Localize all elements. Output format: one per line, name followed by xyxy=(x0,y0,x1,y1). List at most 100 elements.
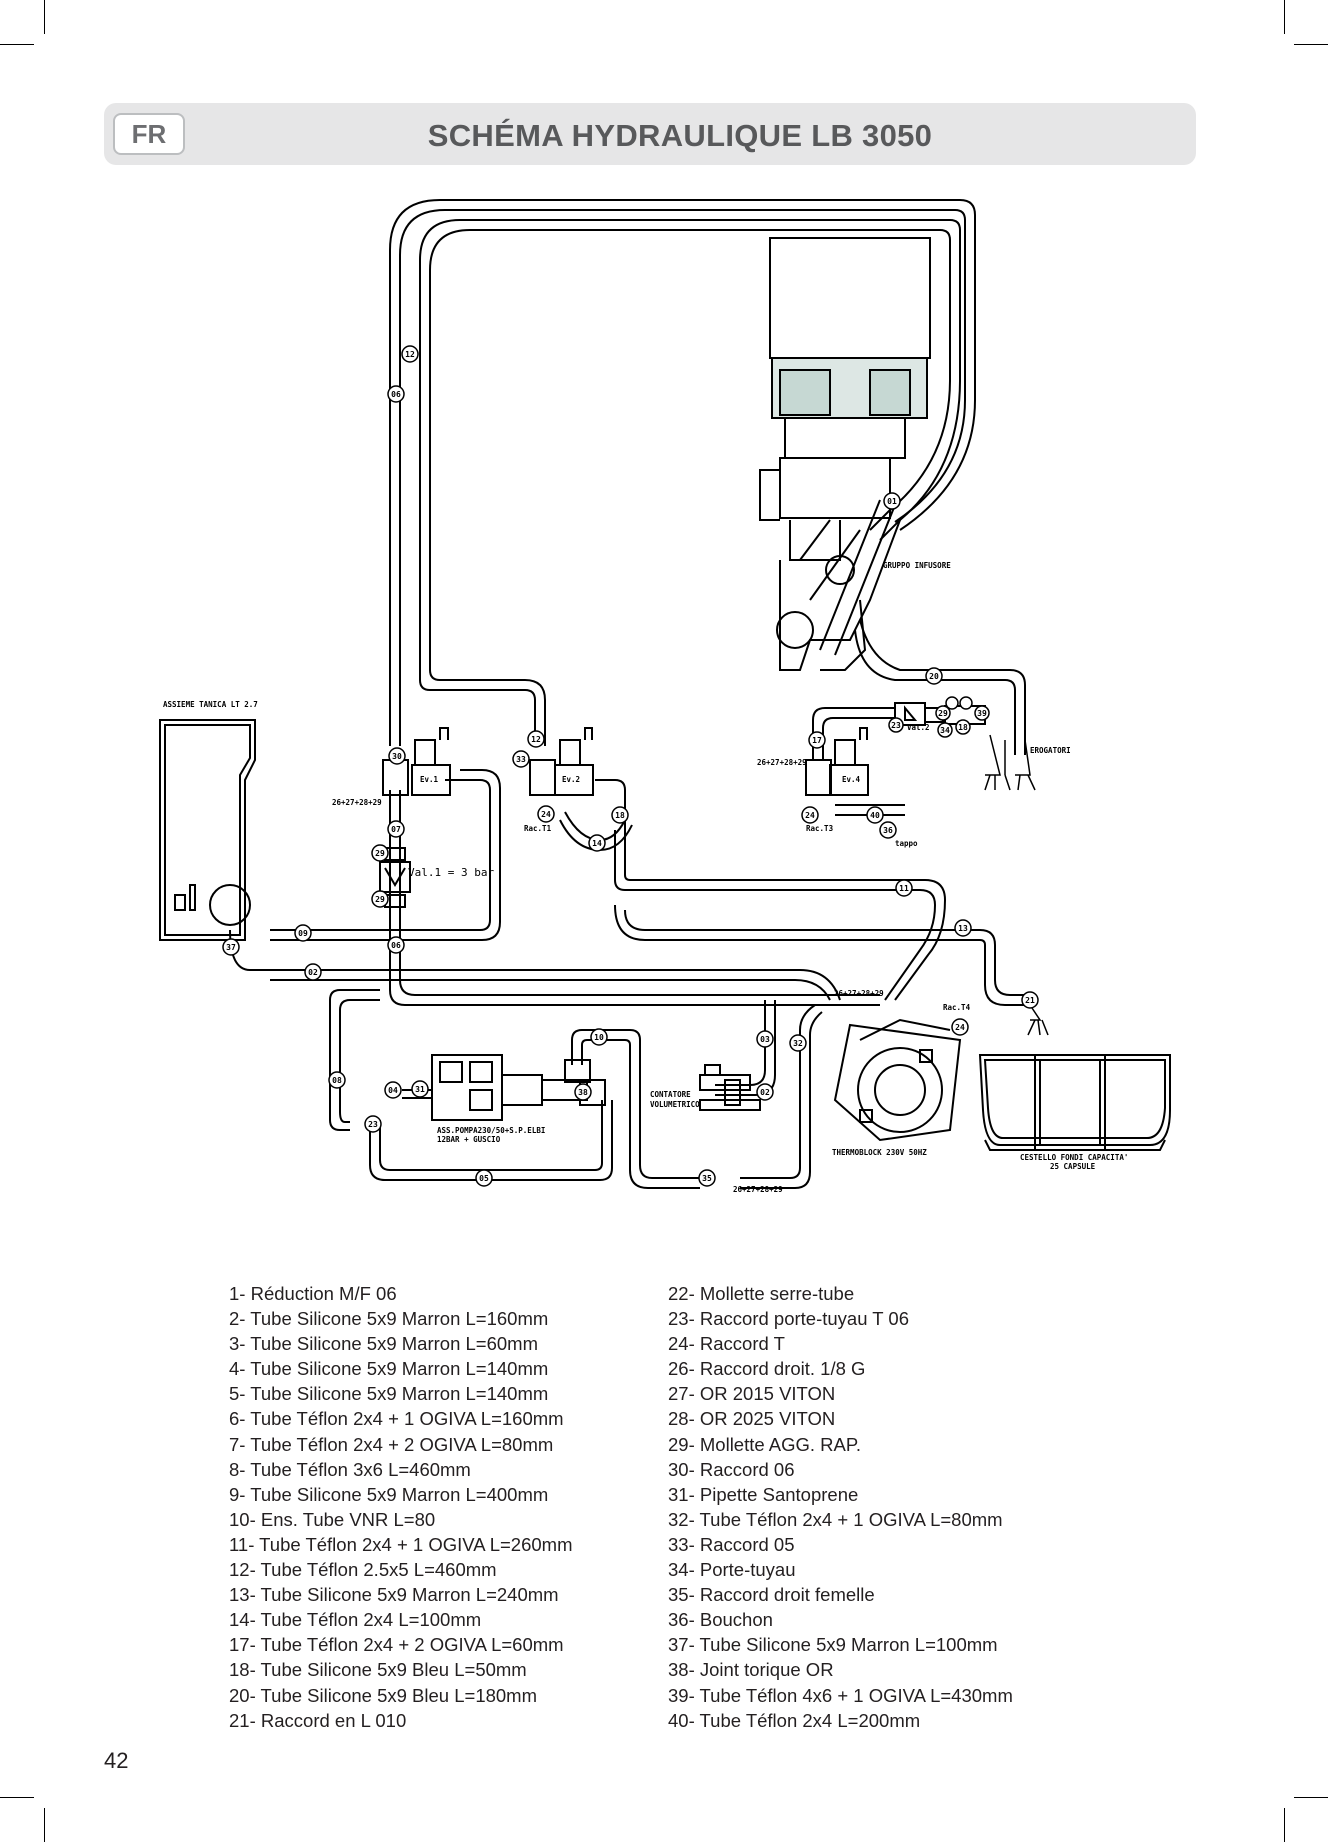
list-item: 7- Tube Téflon 2x4 + 2 OGIVA L=80mm xyxy=(229,1433,554,1455)
tube-09 xyxy=(270,779,491,931)
label-combo-1: 26+27+28+29 xyxy=(332,798,382,807)
svg-text:23: 23 xyxy=(891,721,901,730)
crop-mark xyxy=(44,1808,45,1842)
list-item: 40- Tube Téflon 2x4 L=200mm xyxy=(668,1709,921,1731)
svg-text:10: 10 xyxy=(594,1033,604,1042)
crop-mark xyxy=(1284,1808,1285,1842)
svg-text:06: 06 xyxy=(391,390,401,399)
list-item: 30- Raccord 06 xyxy=(668,1458,795,1480)
crop-mark xyxy=(0,44,34,45)
tube-35 xyxy=(740,1004,816,1179)
list-item: 22- Mollette serre-tube xyxy=(668,1283,855,1304)
capsule-basket xyxy=(978,1054,1171,1151)
crop-mark xyxy=(1294,44,1328,45)
label-rac-t3: Rac.T3 xyxy=(806,824,834,833)
label-counter: CONTATORE xyxy=(650,1090,691,1099)
label-basket: CESTELLO FONDI CAPACITA' xyxy=(1020,1153,1128,1162)
page-title: SCHÉMA HYDRAULIQUE LB 3050 xyxy=(427,118,933,153)
svg-text:39: 39 xyxy=(977,709,987,718)
svg-text:23: 23 xyxy=(368,1120,378,1129)
svg-text:33: 33 xyxy=(516,755,526,764)
label-outlets: EROGATORI xyxy=(1030,746,1071,755)
tube-12-inner xyxy=(429,229,951,746)
flowmeter xyxy=(699,1064,761,1111)
svg-text:20: 20 xyxy=(929,672,939,681)
label-combo-4: 26+27+28+29 xyxy=(733,1185,783,1194)
label-ev4: Ev.4 xyxy=(842,775,861,784)
label-tank: ASSIEME TANICA LT 2.7 xyxy=(163,700,258,709)
tube-02 xyxy=(270,969,841,1001)
svg-text:18: 18 xyxy=(615,811,625,820)
svg-text:38: 38 xyxy=(578,1088,588,1097)
infuser-group xyxy=(759,237,931,671)
svg-text:14: 14 xyxy=(592,839,602,848)
label-combo-3: 26+27+28+29 xyxy=(834,989,884,998)
list-item: 31- Pipette Santoprene xyxy=(668,1483,859,1505)
list-item: 21- Raccord en L 010 xyxy=(229,1709,407,1731)
list-item: 10- Ens. Tube VNR L=80 xyxy=(229,1508,436,1530)
label-val1: Val.1 = 3 bar xyxy=(408,866,494,879)
parts-list-left: 1- Réduction M/F 06 2- Tube Silicone 5x9… xyxy=(229,1281,572,1733)
list-item: 14- Tube Téflon 2x4 L=100mm xyxy=(229,1609,482,1631)
svg-text:29: 29 xyxy=(375,849,385,858)
language-badge: FR xyxy=(113,113,185,155)
label-pump: ASS.POMPA230/50+S.P.ELBI xyxy=(437,1126,545,1135)
svg-text:07: 07 xyxy=(391,825,401,834)
tube-06 xyxy=(389,199,976,746)
list-item: 13- Tube Silicone 5x9 Marron L=240mm xyxy=(229,1584,559,1606)
label-ev2: Ev.2 xyxy=(562,775,580,784)
svg-text:08: 08 xyxy=(332,1076,342,1085)
pump-assembly xyxy=(402,1054,606,1121)
svg-text:24: 24 xyxy=(541,810,551,819)
list-item: 27- OR 2015 VITON xyxy=(668,1383,836,1405)
list-item: 28- OR 2025 VITON xyxy=(668,1408,836,1430)
svg-text:31: 31 xyxy=(415,1085,425,1094)
list-item: 11- Tube Téflon 2x4 + 1 OGIVA L=260mm xyxy=(229,1533,573,1555)
list-item: 35- Raccord droit femelle xyxy=(668,1584,875,1606)
tube-11 xyxy=(614,830,937,1001)
svg-text:21: 21 xyxy=(1025,996,1035,1005)
label-infuser: GRUPPO INFUSORE xyxy=(883,561,951,570)
svg-text:04: 04 xyxy=(388,1086,398,1095)
tube-10 xyxy=(571,1029,700,1179)
list-item: 32- Tube Téflon 2x4 + 1 OGIVA L=80mm xyxy=(668,1508,1003,1530)
list-item: 37- Tube Silicone 5x9 Marron L=100mm xyxy=(668,1634,998,1656)
list-item: 20- Tube Silicone 5x9 Bleu L=180mm xyxy=(229,1684,538,1706)
hydraulic-diagram: 12 06 01 20 17 33 12 30 24 18 14 24 40 3… xyxy=(159,199,1171,1194)
label-basket-2: 25 CAPSULE xyxy=(1050,1162,1096,1171)
svg-text:35: 35 xyxy=(702,1174,712,1183)
list-item: 9- Tube Silicone 5x9 Marron L=400mm xyxy=(229,1483,549,1505)
svg-text:13: 13 xyxy=(958,924,968,933)
svg-text:09: 09 xyxy=(298,929,308,938)
list-item: 23- Raccord porte-tuyau T 06 xyxy=(668,1308,909,1330)
svg-text:18: 18 xyxy=(958,723,968,732)
callouts xyxy=(222,345,1039,1187)
svg-text:02: 02 xyxy=(308,968,318,977)
list-item: 39- Tube Téflon 4x6 + 1 OGIVA L=430mm xyxy=(668,1684,1013,1706)
tube-06-inner xyxy=(399,209,966,746)
header-bar xyxy=(104,103,1196,165)
list-item: 2- Tube Silicone 5x9 Marron L=160mm xyxy=(229,1308,549,1330)
tube-12 xyxy=(419,219,961,746)
list-item: 18- Tube Silicone 5x9 Bleu L=50mm xyxy=(229,1659,527,1681)
tube-17 xyxy=(812,707,895,760)
svg-text:34: 34 xyxy=(940,726,950,735)
label-tappo: tappo xyxy=(895,839,918,848)
list-item: 4- Tube Silicone 5x9 Marron L=140mm xyxy=(229,1358,549,1380)
water-tank xyxy=(159,719,256,941)
svg-text:24: 24 xyxy=(805,811,815,820)
svg-text:37: 37 xyxy=(226,943,236,952)
list-item: 36- Bouchon xyxy=(668,1609,773,1631)
crop-mark xyxy=(1294,1797,1328,1798)
svg-text:32: 32 xyxy=(793,1039,803,1048)
crop-mark xyxy=(1284,0,1285,34)
svg-text:17: 17 xyxy=(812,736,822,745)
svg-text:29: 29 xyxy=(938,709,948,718)
tube-13 xyxy=(624,909,1030,996)
list-item: 17- Tube Téflon 2x4 + 2 OGIVA L=60mm xyxy=(229,1634,564,1656)
svg-text:12: 12 xyxy=(531,735,541,744)
crop-mark xyxy=(0,1797,34,1798)
svg-text:05: 05 xyxy=(479,1174,489,1183)
tube-37 xyxy=(229,929,270,971)
list-item: 26- Raccord droit. 1/8 G xyxy=(668,1358,866,1380)
